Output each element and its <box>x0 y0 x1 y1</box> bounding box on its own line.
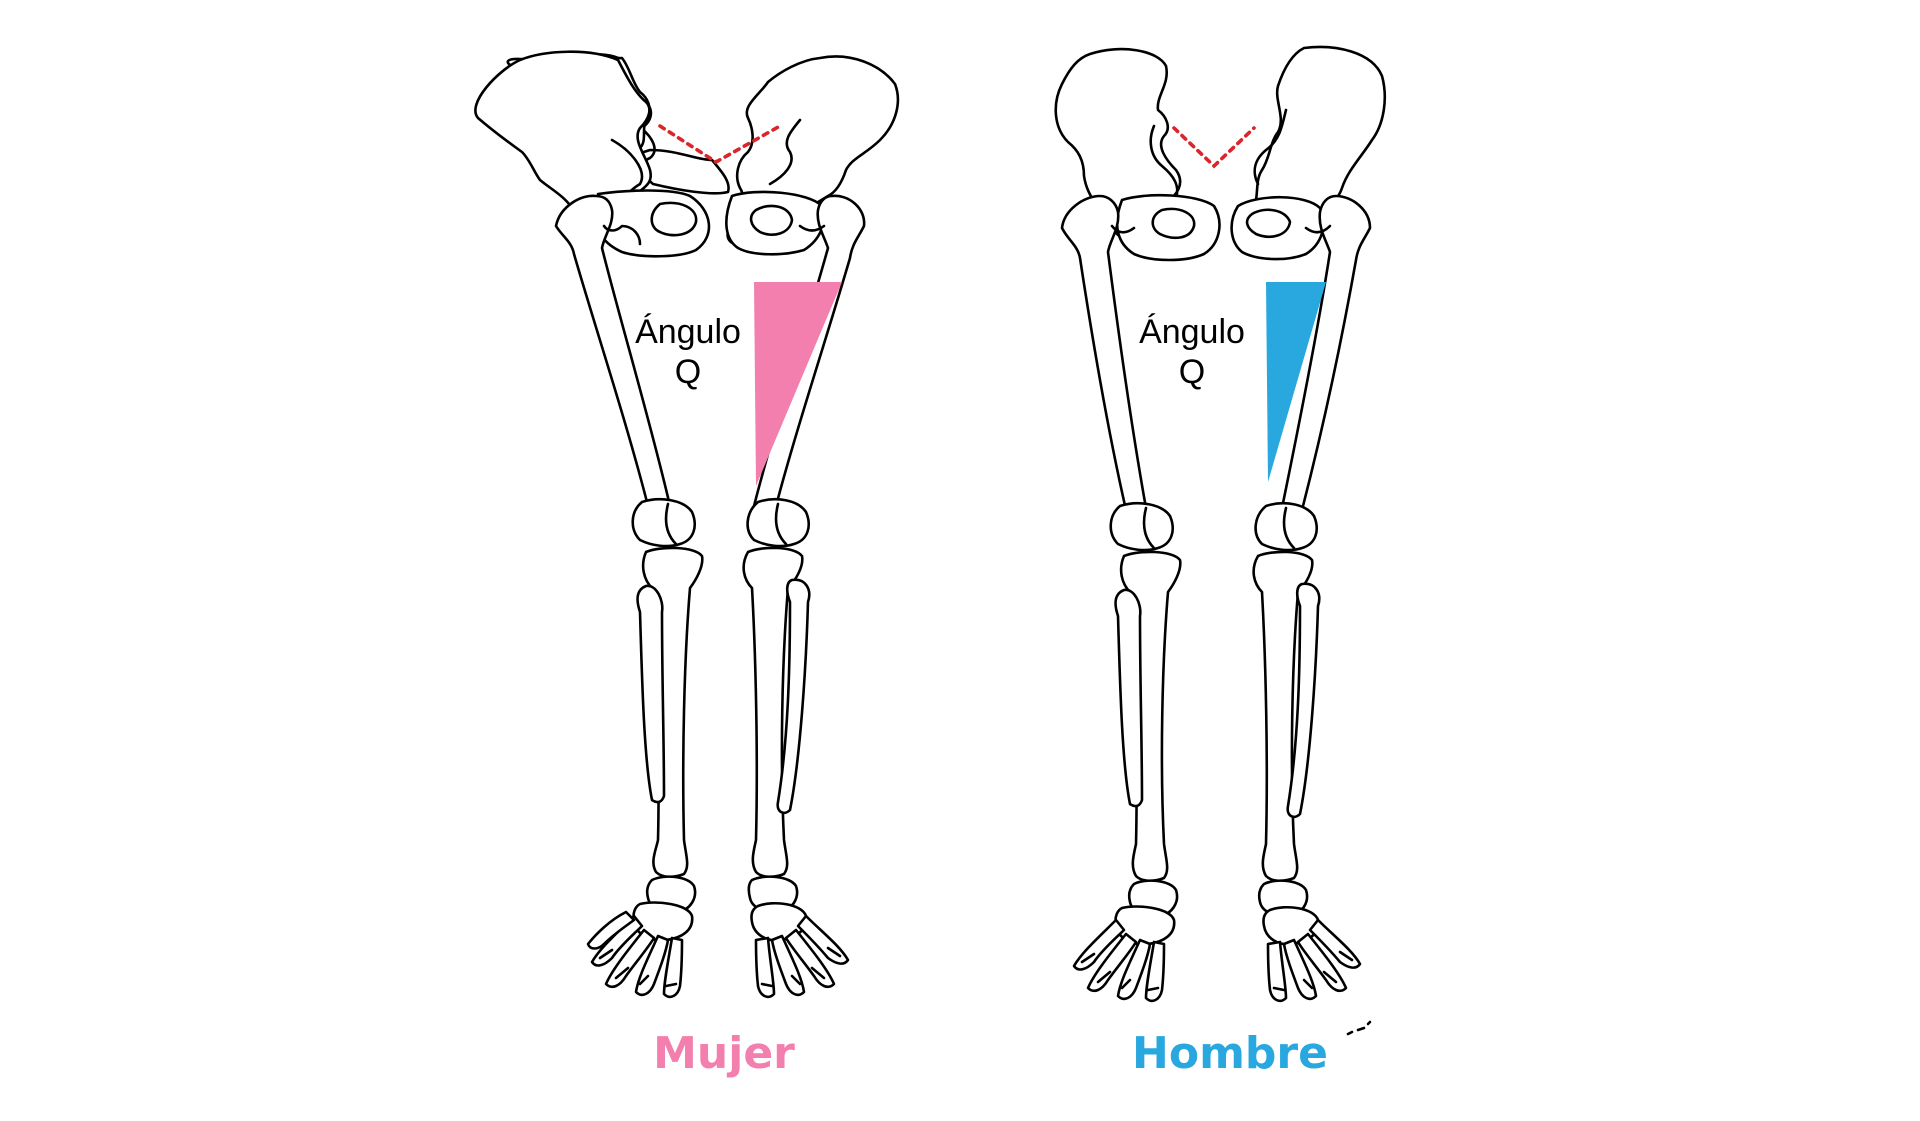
female-right-fibula <box>776 578 811 815</box>
male-left-patella <box>1142 506 1156 550</box>
male-left-foot <box>1072 879 1179 1003</box>
male-right-knee <box>1254 502 1318 552</box>
female-left-knee <box>631 498 696 548</box>
male-pelvis <box>1054 45 1387 262</box>
male-left-knee <box>1109 502 1174 552</box>
female-left-fibula <box>636 584 666 804</box>
male-right-patella <box>1282 506 1296 550</box>
female-pelvic-inlet-line <box>658 124 782 165</box>
female-q-angle-triangle <box>754 282 842 486</box>
female-left-femur-inner <box>602 224 642 246</box>
female-caption: Mujer <box>653 1028 795 1079</box>
male-sacrum-curve-left <box>1149 124 1179 200</box>
male-q-angle-triangle <box>1266 282 1326 482</box>
male-right-foot <box>1257 879 1362 1003</box>
male-sacrum-curve-right <box>1253 108 1288 186</box>
female-right-knee <box>746 498 810 548</box>
male-right-femur-inner <box>1304 224 1332 234</box>
female-left-patella <box>664 502 678 546</box>
female-right-foot <box>747 875 850 999</box>
female-angle-label-line2: Q <box>675 353 701 391</box>
male-left-fibula <box>1114 588 1144 808</box>
male-right-obturator <box>1245 208 1292 238</box>
male-left-femur-inner <box>1110 224 1136 234</box>
male-right-tibia <box>1252 550 1314 883</box>
female-right-femur-inner <box>798 224 826 232</box>
male-skeleton <box>1054 45 1387 1036</box>
male-left-obturator <box>1151 207 1196 240</box>
male-angle-label-line1: Ángulo <box>1139 313 1245 351</box>
female-skeleton <box>474 50 900 999</box>
female-angle-label-line1: Ángulo <box>635 313 741 351</box>
female-sacrum-curve-right <box>768 118 802 186</box>
male-pelvic-inlet-line <box>1172 126 1256 169</box>
female-left-foot <box>586 875 697 999</box>
female-right-patella <box>774 502 788 546</box>
male-right-fibula <box>1286 582 1321 819</box>
male-angle-label-line2: Q <box>1179 353 1205 391</box>
female-right-obturator <box>749 204 794 236</box>
female-right-tibia <box>742 546 804 879</box>
male-caption: Hombre <box>1132 1028 1328 1079</box>
male-stray-marks <box>1346 1020 1372 1036</box>
female-left-obturator <box>650 201 698 237</box>
